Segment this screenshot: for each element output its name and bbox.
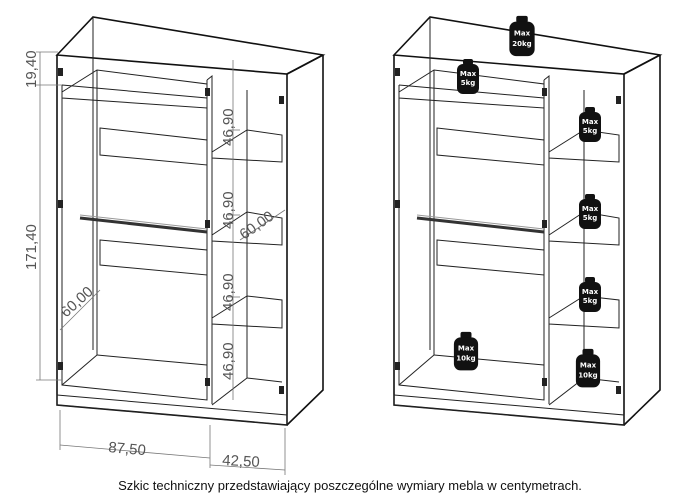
weight-body — [579, 199, 601, 229]
weight-handle — [585, 107, 595, 113]
weight-handle — [516, 15, 528, 23]
weight-label: 5kg — [583, 214, 598, 222]
weight-body — [457, 64, 479, 94]
weight-handle — [585, 194, 595, 200]
weight-body — [579, 112, 601, 142]
dim-shelf-2: 46,90 — [220, 191, 237, 229]
weight-label: Max — [582, 288, 599, 296]
weight-top: Max 20kg — [509, 15, 535, 57]
left-wardrobe — [55, 16, 326, 426]
weight-markers: Max20kgMax5kgMax5kgMax5kgMax5kgMax10kgMa… — [453, 15, 601, 388]
dim-shelf-4: 46,90 — [220, 342, 237, 380]
weight-handle — [585, 277, 595, 283]
weight-handle — [463, 59, 473, 65]
dim-depth-right: 60,00 — [237, 208, 278, 243]
weight-handle — [460, 331, 472, 339]
weight-body — [509, 21, 535, 57]
dim-shelf-1: 46,90 — [220, 108, 237, 146]
weight-body — [575, 354, 601, 388]
weight-label: 5kg — [461, 79, 476, 87]
dim-top-gap: 19,40 — [23, 50, 40, 88]
weight-label: Max — [580, 362, 597, 370]
dim-shelf-3: 46,90 — [220, 273, 237, 311]
weight-handle — [582, 348, 594, 356]
dimension-lines — [36, 51, 286, 475]
weight-label: Max — [582, 118, 599, 126]
weight-label: 10kg — [578, 372, 597, 380]
caption: Szkic techniczny przedstawiający poszcze… — [118, 478, 582, 493]
dim-depth-left: 60,00 — [57, 283, 96, 321]
weight-label: 10kg — [456, 355, 475, 363]
weight-body — [579, 282, 601, 312]
weight-label: 5kg — [583, 297, 598, 305]
weight-bottom-main: Max 10kg — [453, 331, 479, 371]
weight-body — [453, 337, 479, 371]
weight-label: Max — [514, 29, 531, 37]
weight-bottom-side: Max 10kg — [575, 348, 601, 388]
dim-width-main: 87,50 — [108, 439, 147, 459]
weight-label: 20kg — [512, 40, 531, 48]
weight-label: 5kg — [583, 127, 598, 135]
dim-total-height: 171,40 — [23, 224, 40, 270]
weight-label: Max — [460, 70, 477, 78]
right-wardrobe — [392, 16, 663, 426]
weight-label: Max — [458, 345, 475, 353]
weight-label: Max — [582, 205, 599, 213]
dim-width-side: 42,50 — [222, 452, 260, 471]
